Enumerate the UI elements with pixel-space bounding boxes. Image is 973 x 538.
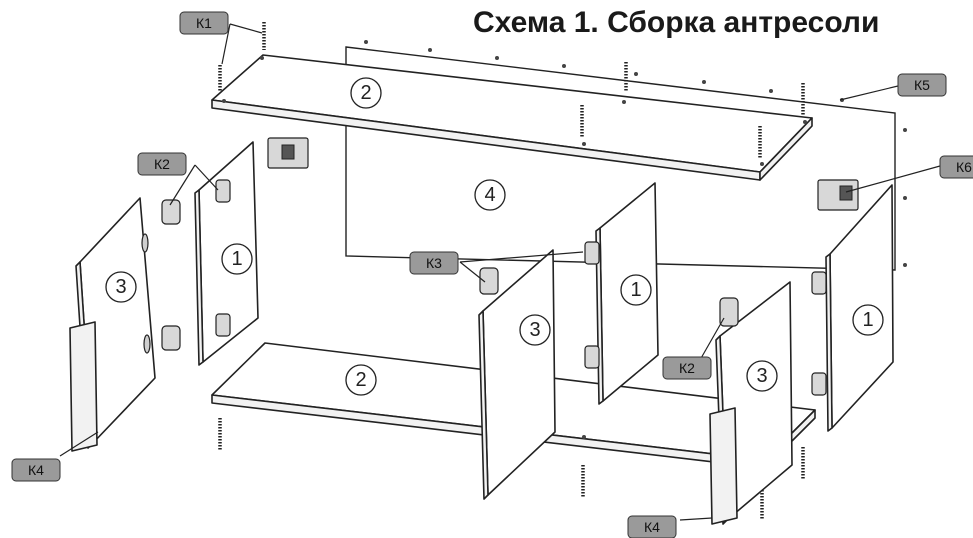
tag-k3: К3 [426, 255, 442, 271]
bottom-screws [218, 418, 805, 520]
tag-k4-right: К4 [644, 519, 660, 535]
tag-k6: К6 [956, 159, 972, 175]
part-number-door-middle: 3 [529, 319, 540, 341]
handle-left [69, 321, 98, 452]
back-panel-nails [364, 40, 907, 267]
tag-k2-left: К2 [154, 156, 170, 172]
hinges [161, 179, 827, 396]
tag-k2-right: К2 [679, 360, 695, 376]
leader-lines [59, 23, 941, 521]
part-number-shelf-top: 2 [360, 82, 371, 104]
top-screws [218, 22, 805, 158]
tag-k5: К5 [914, 77, 930, 93]
door-middle [478, 249, 556, 500]
handle-right [709, 407, 738, 525]
tag-k1: К1 [196, 15, 212, 31]
hanging-brackets [267, 137, 859, 211]
part-number-door-left: 3 [115, 276, 126, 298]
part-number-side-middle: 1 [630, 279, 641, 301]
part-number-side-left: 1 [231, 248, 242, 270]
part-number-shelf-bottom: 2 [355, 369, 366, 391]
fitting-tags: К1 К2 К3 К5 К6 К2 К4 К4 [11, 11, 973, 538]
part-number-door-right: 3 [756, 365, 767, 387]
diagram-title: Схема 1. Сборка антресоли [473, 6, 879, 39]
tag-k4-left: К4 [28, 462, 44, 478]
part-number-side-right: 1 [862, 309, 873, 331]
part-number-back: 4 [484, 184, 495, 206]
part-numbers: 2 4 1 3 3 1 1 2 3 [105, 77, 884, 396]
